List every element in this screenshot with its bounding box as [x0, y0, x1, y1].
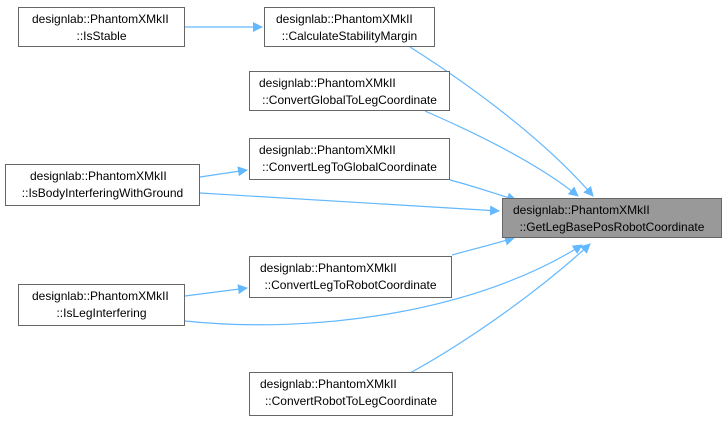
edge-convertlegtoglobal-to-getlegbasepos: [449, 179, 517, 203]
node-is-leg-interfering-namespace: designlab::PhantomXMkII: [32, 289, 169, 303]
node-convert-leg-to-global-coordinate-namespace: designlab::PhantomXMkII: [259, 143, 396, 157]
node-get-leg-base-pos-robot-coordinate-function: ::GetLegBasePosRobotCoordinate: [519, 220, 705, 234]
node-get-leg-base-pos-robot-coordinate-namespace: designlab::PhantomXMkII: [513, 203, 650, 217]
node-convert-leg-to-global-coordinate[interactable]: designlab::PhantomXMkII ::ConvertLegToGl…: [249, 138, 450, 180]
node-calculate-stability-margin-function: ::CalculateStabilityMargin: [281, 29, 418, 43]
node-convert-global-to-leg-coordinate[interactable]: designlab::PhantomXMkII ::ConvertGlobalT…: [249, 71, 450, 111]
node-calculate-stability-margin-namespace: designlab::PhantomXMkII: [276, 12, 413, 26]
edge-isbodyinterfering-to-getlegbasepos: [199, 192, 500, 216]
edge-convertrobottoleg-to-getlegbasepos: [409, 243, 591, 374]
node-convert-global-to-leg-coordinate-namespace: designlab::PhantomXMkII: [259, 76, 396, 90]
node-convert-leg-to-robot-coordinate-function: ::ConvertLegToRobotCoordinate: [264, 278, 437, 292]
node-is-leg-interfering[interactable]: designlab::PhantomXMkII ::IsLegInterferi…: [18, 284, 185, 326]
node-is-body-interfering-with-ground[interactable]: designlab::PhantomXMkII ::IsBodyInterfer…: [5, 164, 200, 206]
node-convert-robot-to-leg-coordinate[interactable]: designlab::PhantomXMkII ::ConvertRobotTo…: [249, 372, 453, 416]
node-is-stable-function: ::IsStable: [76, 29, 127, 43]
edge-convertglobaltoleg-to-getlegbasepos: [424, 110, 579, 197]
node-convert-leg-to-robot-coordinate-namespace: designlab::PhantomXMkII: [260, 261, 397, 275]
edge-convertlegtorobot-to-getlegbasepos: [451, 235, 515, 256]
edge-isleginterfering-to-getlegbasepos: [184, 244, 583, 326]
node-is-leg-interfering-function: ::IsLegInterfering: [56, 306, 147, 320]
edge-islegInterfering-to-convertlegtorobot: [184, 284, 248, 297]
node-convert-leg-to-robot-coordinate[interactable]: designlab::PhantomXMkII ::ConvertLegToRo…: [249, 256, 452, 298]
node-is-body-interfering-with-ground-namespace: designlab::PhantomXMkII: [30, 169, 167, 183]
node-calculate-stability-margin[interactable]: designlab::PhantomXMkII ::CalculateStabi…: [264, 7, 435, 47]
node-convert-robot-to-leg-coordinate-namespace: designlab::PhantomXMkII: [260, 377, 397, 391]
node-is-stable[interactable]: designlab::PhantomXMkII ::IsStable: [18, 7, 185, 47]
node-is-stable-namespace: designlab::PhantomXMkII: [32, 12, 169, 26]
node-convert-robot-to-leg-coordinate-function: ::ConvertRobotToLegCoordinate: [264, 394, 438, 408]
node-is-body-interfering-with-ground-function: ::IsBodyInterferingWithGround: [21, 186, 184, 200]
node-get-leg-base-pos-robot-coordinate[interactable]: designlab::PhantomXMkII ::GetLegBasePosR…: [502, 198, 722, 238]
edge-isbodyinterfering-to-convertlegtoglobal: [199, 166, 248, 178]
node-convert-leg-to-global-coordinate-function: ::ConvertLegToGlobalCoordinate: [262, 160, 437, 174]
edge-calculatestabilitymargin-to-getlegbasepos: [409, 46, 594, 197]
node-convert-global-to-leg-coordinate-function: ::ConvertGlobalToLegCoordinate: [262, 93, 437, 107]
